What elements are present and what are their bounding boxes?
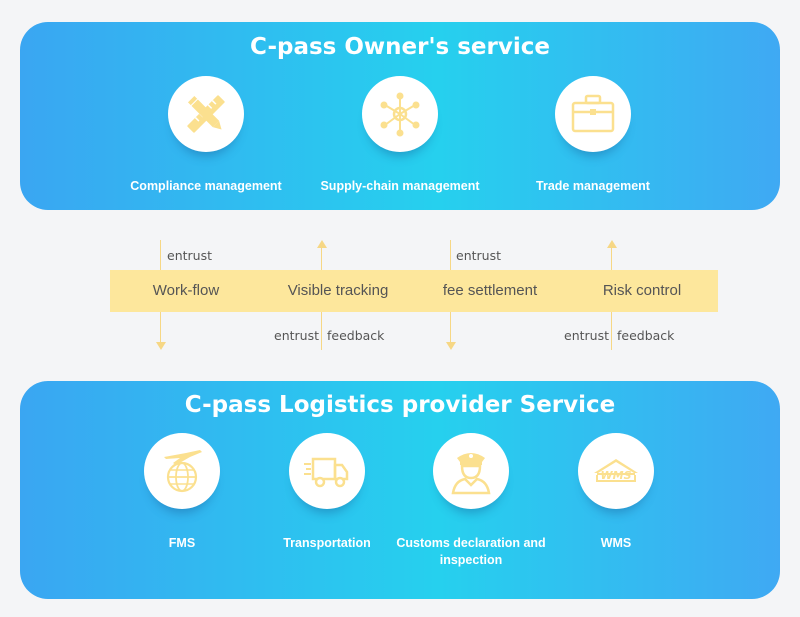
service-label: Trade management: [536, 179, 650, 193]
arrow-up-icon: [316, 240, 327, 248]
svg-text:WMS: WMS: [600, 469, 631, 482]
service-label: Compliance management: [130, 179, 282, 193]
service-customs-declaration[interactable]: Customs declaration and inspection: [371, 433, 571, 569]
service-label: Transportation: [283, 536, 371, 550]
wms-logo-icon: WMS: [594, 459, 638, 482]
flow-label-entrust: entrust: [167, 248, 212, 263]
logistics-service-panel: C-pass Logistics provider Service FMS: [20, 381, 780, 599]
service-label: WMS: [600, 536, 632, 550]
service-transportation[interactable]: Transportation: [227, 433, 427, 552]
process-band: Work-flow Visible tracking fee settlemen…: [110, 270, 718, 312]
customs-officer-icon: [451, 453, 491, 495]
service-compliance-management[interactable]: Compliance management: [106, 76, 306, 195]
service-fms[interactable]: FMS: [82, 433, 282, 552]
logistics-service-title: C-pass Logistics provider Service: [184, 392, 616, 418]
owner-service-title: C-pass Owner's service: [250, 34, 550, 60]
truck-icon: [304, 457, 349, 488]
arrow-down-icon: [155, 342, 166, 350]
flow-label-entrust: entrust: [564, 328, 609, 343]
network-icon: [380, 92, 420, 137]
service-label: FMS: [168, 536, 196, 550]
flow-label-feedback: feedback: [617, 328, 675, 343]
service-supply-chain-management[interactable]: Supply-chain management: [300, 76, 500, 195]
owner-service-panel: C-pass Owner's service Compliance: [20, 22, 780, 210]
service-trade-management[interactable]: Trade management: [493, 76, 693, 195]
flow-label-entrust: entrust: [274, 328, 319, 343]
band-item-visible-tracking: Visible tracking: [287, 282, 389, 299]
service-label: Supply-chain management: [320, 179, 480, 193]
arrow-up-icon: [606, 240, 617, 248]
service-label: Customs declaration and inspection: [396, 536, 546, 567]
globe-plane-icon: [164, 450, 202, 493]
flow-label-entrust: entrust: [456, 248, 501, 263]
flow-label-feedback: feedback: [327, 328, 385, 343]
arrow-down-icon: [445, 342, 456, 350]
briefcase-icon: [571, 94, 615, 133]
band-item-risk-control: Risk control: [602, 282, 682, 299]
band-item-work-flow: Work-flow: [152, 282, 220, 299]
band-item-fee-settlement: fee settlement: [442, 282, 538, 299]
pencil-ruler-icon: [187, 95, 225, 133]
service-wms[interactable]: WMS WMS: [516, 433, 716, 552]
